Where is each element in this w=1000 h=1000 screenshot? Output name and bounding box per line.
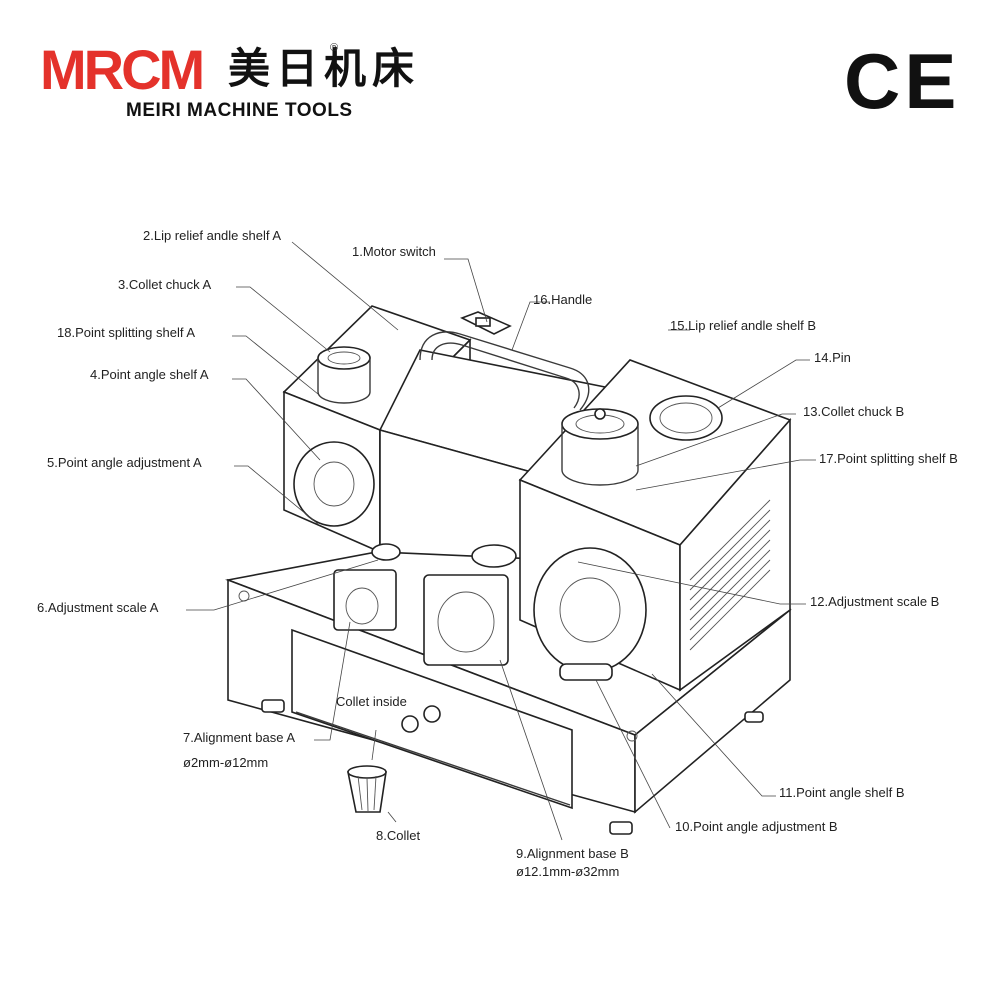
label-point-splitting-shelf-b: 17.Point splitting shelf B	[819, 451, 958, 466]
label-alignment-base-b: 9.Alignment base B	[516, 846, 629, 861]
label-lip-relief-shelf-a: 2.Lip relief andle shelf A	[143, 228, 281, 243]
label-point-splitting-shelf-a: 18.Point splitting shelf A	[57, 325, 195, 340]
label-alignment-base-a: 7.Alignment base A	[183, 730, 295, 745]
collet-drawer	[291, 628, 573, 810]
label-collet-chuck-a: 3.Collet chuck A	[118, 277, 212, 292]
lip-relief-shelf-b	[649, 395, 723, 441]
alignment-base-a	[333, 543, 401, 631]
vent-grille	[689, 499, 771, 651]
label-point-angle-shelf-a: 4.Point angle shelf A	[90, 367, 209, 382]
point-angle-shelf-b	[533, 547, 647, 681]
label-collet-chuck-b: 13.Collet chuck B	[803, 404, 904, 419]
brand-subtitle: MEIRI MACHINE TOOLS	[126, 100, 353, 121]
brand-logo: MRCM	[40, 38, 205, 101]
registered-mark: ®	[330, 42, 339, 54]
collet-chuck-b	[561, 408, 639, 486]
spec-alignment-base-b: ø12.1mm-ø32mm	[516, 864, 619, 879]
label-point-angle-shelf-b: 11.Point angle shelf B	[779, 785, 905, 800]
ce-mark: CE	[844, 37, 961, 125]
label-point-angle-adjustment-a: 5.Point angle adjustment A	[47, 455, 202, 470]
collet-part	[347, 765, 387, 813]
leader-lines	[186, 241, 816, 841]
label-pin: 14.Pin	[814, 350, 851, 365]
label-point-angle-adjustment-b: 10.Point angle adjustment B	[675, 819, 838, 834]
handle	[419, 331, 590, 411]
point-angle-shelf-a	[293, 441, 375, 527]
alignment-base-b	[423, 544, 517, 666]
label-collet: 8.Collet	[376, 828, 420, 843]
label-adjustment-scale-b: 12.Adjustment scale B	[810, 594, 939, 609]
collet-chuck-a	[317, 346, 371, 404]
feet	[261, 699, 764, 835]
label-lip-relief-shelf-b: 15.Lip relief andle shelf B	[670, 318, 816, 333]
label-collet-inside: Collet inside	[336, 694, 407, 709]
brand-chinese-name: 美日机床	[228, 44, 421, 93]
label-adjustment-scale-a: 6.Adjustment scale A	[37, 600, 159, 615]
label-motor-switch: 1.Motor switch	[352, 244, 436, 259]
spec-alignment-base-a: ø2mm-ø12mm	[183, 755, 268, 770]
label-handle: 16.Handle	[533, 292, 592, 307]
motor-switch	[460, 311, 512, 335]
